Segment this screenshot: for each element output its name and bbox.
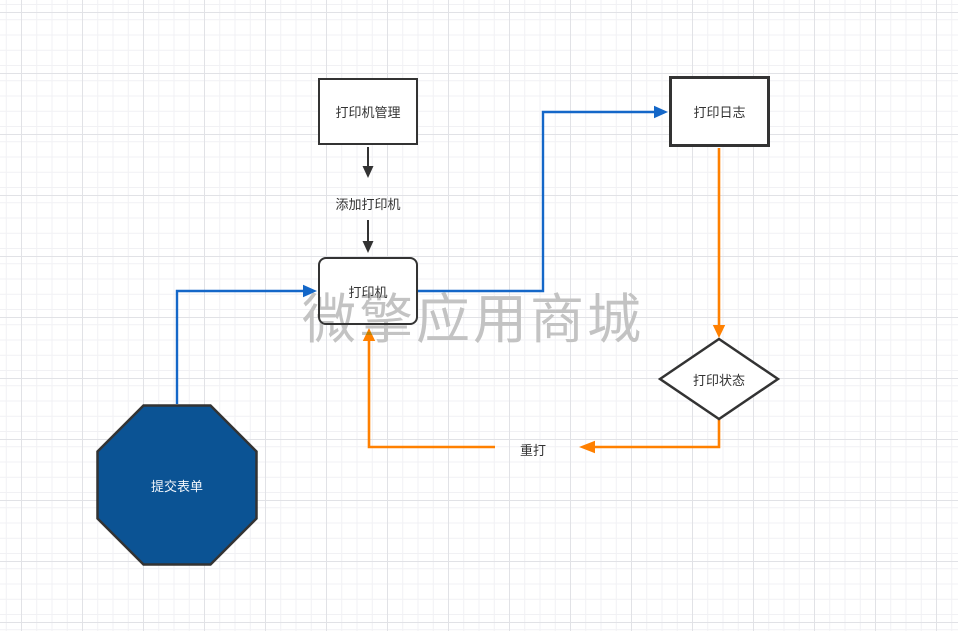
node-submit-form-label: 提交表单 — [150, 478, 203, 494]
edge-submitform-to-printer — [175, 284, 317, 404]
edge-printlog-to-printstatus — [712, 148, 726, 338]
node-print-log: 打印日志 — [669, 76, 770, 147]
decision-print-status-label: 打印状态 — [692, 372, 745, 388]
edge-label-add-printer: 添加打印机 — [335, 197, 401, 212]
node-submit-form: 提交表单 — [96, 404, 258, 566]
decision-print-status: 打印状态 — [658, 337, 780, 421]
edge-reprint-to-printer — [362, 328, 495, 449]
octagon-shape-icon — [96, 404, 258, 566]
node-printer: 打印机 — [318, 257, 418, 325]
node-printer-management: 打印机管理 — [318, 78, 418, 145]
node-printer-management-label: 打印机管理 — [335, 105, 401, 120]
edge-printstatus-to-reprint — [579, 419, 721, 454]
node-printer-label: 打印机 — [348, 284, 388, 300]
edge-addprinter-to-printer — [362, 220, 374, 253]
edge-printer-to-printlog — [418, 105, 668, 293]
edge-label-reprint: 重打 — [519, 443, 546, 458]
node-print-log-label: 打印日志 — [693, 105, 746, 120]
edge-management-to-addprinter — [362, 147, 374, 178]
